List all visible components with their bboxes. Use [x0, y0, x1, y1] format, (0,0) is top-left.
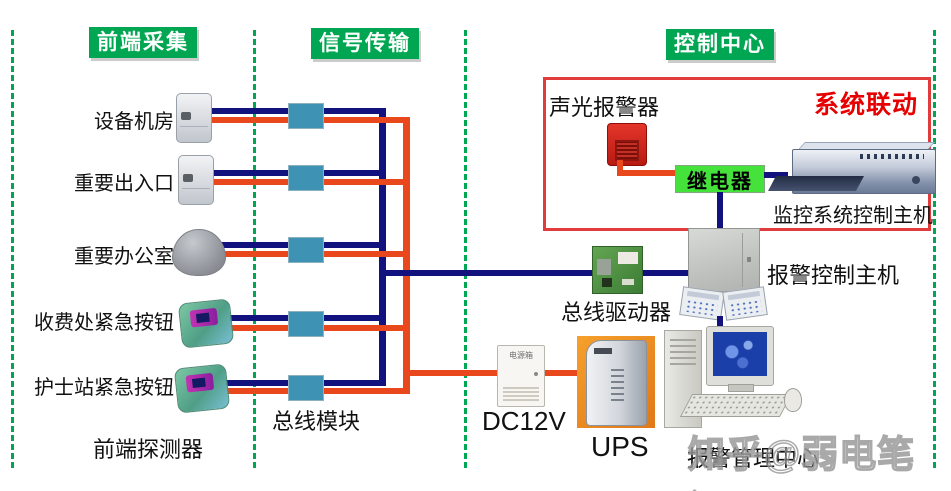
- emergency-button-chip: [195, 312, 210, 323]
- bus-module-icon: [288, 165, 324, 191]
- cctv-host-icon: [768, 142, 936, 198]
- zone-divider-right: [933, 30, 936, 468]
- emergency-button-chip: [191, 377, 206, 388]
- bus-module-icon: [288, 375, 324, 401]
- header-frontend-collection: 前端采集: [89, 27, 197, 58]
- dvr-vent-dots: [860, 154, 924, 159]
- row1-label: 设备机房: [94, 111, 174, 133]
- cabinet-computer-wire: [717, 316, 723, 332]
- bus-module-icon: [288, 237, 324, 263]
- header-control-center: 控制中心: [666, 29, 774, 60]
- row5-label: 护士站紧急按钮: [34, 377, 174, 399]
- alarm-relay-wire-horizontal: [617, 170, 675, 176]
- emergency-button-icon: [177, 298, 235, 349]
- frontend-detectors-label: 前端探测器: [93, 437, 204, 462]
- power-box-text: 电源箱: [509, 351, 533, 360]
- pcb-chip: [602, 278, 612, 287]
- power-branch-dc12v-to-ups: [541, 370, 579, 376]
- bus-driver-icon: [592, 246, 643, 294]
- bus-module-icon: [288, 103, 324, 129]
- pcb-module: [597, 259, 611, 275]
- emergency-button-icon: [173, 363, 231, 414]
- zone-divider-frontend-transmission: [253, 30, 256, 468]
- alarm-host-label: 报警控制主机: [767, 263, 900, 288]
- management-center-label: 报警管理中心: [687, 446, 820, 471]
- alarm-relay-wire-vertical: [617, 160, 623, 176]
- row2-label: 重要出入口: [74, 173, 174, 195]
- relay-box: 继电器: [675, 165, 765, 193]
- relay-dvr-wire: [764, 172, 788, 178]
- pcb-sticker: [618, 252, 638, 264]
- alarm-host-cabinet-icon: [688, 228, 760, 292]
- header-signal-transmission: 信号传输: [311, 28, 419, 59]
- dc12v-power-box-icon: 电源箱: [497, 345, 545, 407]
- pc-screen: [713, 332, 767, 376]
- bus-module-label: 总线模块: [272, 409, 361, 434]
- power-branch-to-dc12v: [403, 370, 499, 376]
- ups-label: UPS: [591, 431, 649, 462]
- cctv-host-label: 监控系统控制主机: [773, 205, 933, 227]
- pc-monitor-stand: [728, 384, 754, 392]
- dvr-disc-tray: [768, 176, 864, 191]
- signal-branch-to-bus-driver: [379, 270, 690, 276]
- ups-icon: [577, 336, 655, 428]
- management-computer-icon: [662, 326, 802, 438]
- dvr-power-button: [912, 176, 920, 184]
- row4-label: 收费处紧急按钮: [34, 312, 174, 334]
- zone-divider-transmission-control: [464, 30, 467, 468]
- pir-detector-icon: [176, 93, 212, 143]
- system-linkage-title: 系统联动: [813, 91, 918, 119]
- pc-keyboard: [679, 394, 793, 417]
- pcb-pad: [622, 279, 634, 285]
- dc12v-label: DC12V: [482, 406, 566, 436]
- row3-label: 重要办公室: [74, 246, 174, 268]
- ups-tower: [586, 340, 647, 426]
- pc-mouse: [784, 388, 802, 412]
- relay-cabinet-wire: [717, 192, 723, 228]
- alarm-keypad-icon: [722, 286, 768, 321]
- watermark: 知乎@弱电笔记: [687, 433, 916, 491]
- pir-detector-icon: [178, 155, 214, 205]
- sound-light-alarm-icon: [607, 123, 647, 166]
- sound-light-alarm-label: 声光报警器: [549, 95, 660, 120]
- pc-monitor: [706, 326, 774, 386]
- zone-divider-left: [11, 30, 14, 468]
- bus-driver-label: 总线驱动器: [561, 300, 672, 325]
- bus-module-icon: [288, 311, 324, 337]
- dome-detector-icon: [172, 229, 226, 276]
